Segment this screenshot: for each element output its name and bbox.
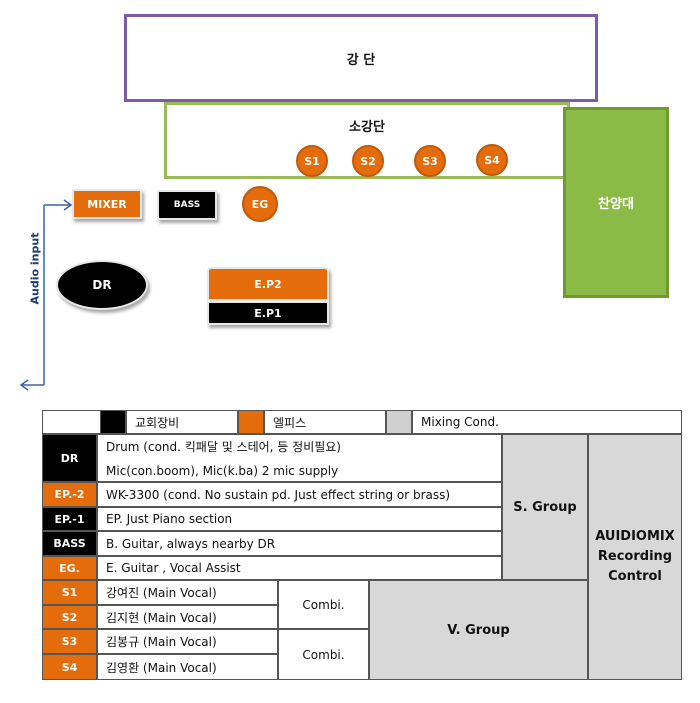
sub-stage-label: 소강단 (349, 120, 385, 135)
eg-circle: EG (242, 186, 278, 222)
code-bass: BASS (42, 531, 97, 556)
code-s1: S1 (42, 580, 97, 605)
desc-s4: 김영환 (Main Vocal) (97, 654, 278, 680)
ep1-label: E.P1 (254, 306, 282, 320)
code-s3: S3 (42, 629, 97, 654)
singer-s3: S3 (414, 145, 446, 177)
code-ep1: EP.-1 (42, 507, 97, 531)
choir-area: 찬양대 (563, 107, 669, 298)
combi-s1-s2: Combi. (278, 580, 369, 629)
mixer-label: MIXER (87, 197, 127, 211)
legend-elpis-swatch (238, 410, 264, 434)
mixer-box: MIXER (72, 189, 142, 219)
audio-input-label: Audio input (28, 232, 42, 305)
main-stage-label: 강 단 (346, 52, 376, 68)
drum-ellipse: DR (56, 260, 148, 310)
desc-dr-line1: Drum (cond. 킥패달 및 스테어, 등 정비필요) (106, 440, 341, 454)
singer-s2-label: S2 (360, 154, 376, 168)
singer-s3-label: S3 (422, 154, 438, 168)
combi-s3-s4: Combi. (278, 629, 369, 680)
desc-ep2: WK-3300 (cond. No sustain pd. Just effec… (97, 482, 502, 507)
ep2-box: E.P2 (207, 267, 329, 301)
audio-input-arrow (19, 199, 73, 391)
code-s2: S2 (42, 605, 97, 629)
legend-mixing-label: Mixing Cond. (412, 410, 682, 434)
bass-box: BASS (157, 190, 217, 220)
desc-s3: 김봉규 (Main Vocal) (97, 629, 278, 654)
desc-dr: Drum (cond. 킥패달 및 스테어, 등 정비필요) Mic(con.b… (97, 434, 502, 482)
s-group: S. Group (502, 434, 588, 580)
v-group: V. Group (369, 580, 588, 680)
singer-s2: S2 (352, 145, 384, 177)
desc-s2: 김지현 (Main Vocal) (97, 605, 278, 629)
desc-dr-line2: Mic(con.boom), Mic(k.ba) 2 mic supply (106, 464, 339, 478)
desc-eg: E. Guitar , Vocal Assist (97, 556, 502, 580)
legend-church-label: 교회장비 (126, 410, 238, 434)
ep2-label: E.P2 (254, 277, 282, 291)
code-s4: S4 (42, 654, 97, 680)
ep1-box: E.P1 (207, 301, 329, 325)
singer-s4-label: S4 (484, 153, 500, 167)
code-dr: DR (42, 434, 97, 482)
desc-ep1: EP. Just Piano section (97, 507, 502, 531)
main-stage: 강 단 (124, 14, 598, 102)
legend-church-swatch (100, 410, 126, 434)
code-ep2: EP.-2 (42, 482, 97, 507)
singer-s4: S4 (476, 144, 508, 176)
desc-bass: B. Guitar, always nearby DR (97, 531, 502, 556)
eg-label: EG (251, 197, 269, 211)
audiomix-recording-control: AUIDIOMIX Recording Control (588, 434, 682, 680)
legend-elpis-label: 엘피스 (264, 410, 386, 434)
singer-s1-label: S1 (304, 154, 320, 168)
drum-label: DR (92, 278, 112, 292)
legend-mixing-swatch (386, 410, 412, 434)
equipment-table: 교회장비 엘피스 Mixing Cond. DR Drum (cond. 킥패달… (42, 410, 682, 680)
choir-label: 찬양대 (598, 197, 634, 212)
singer-s1: S1 (296, 145, 328, 177)
code-eg: EG. (42, 556, 97, 580)
desc-s1: 강여진 (Main Vocal) (97, 580, 278, 605)
bass-label: BASS (173, 200, 201, 210)
